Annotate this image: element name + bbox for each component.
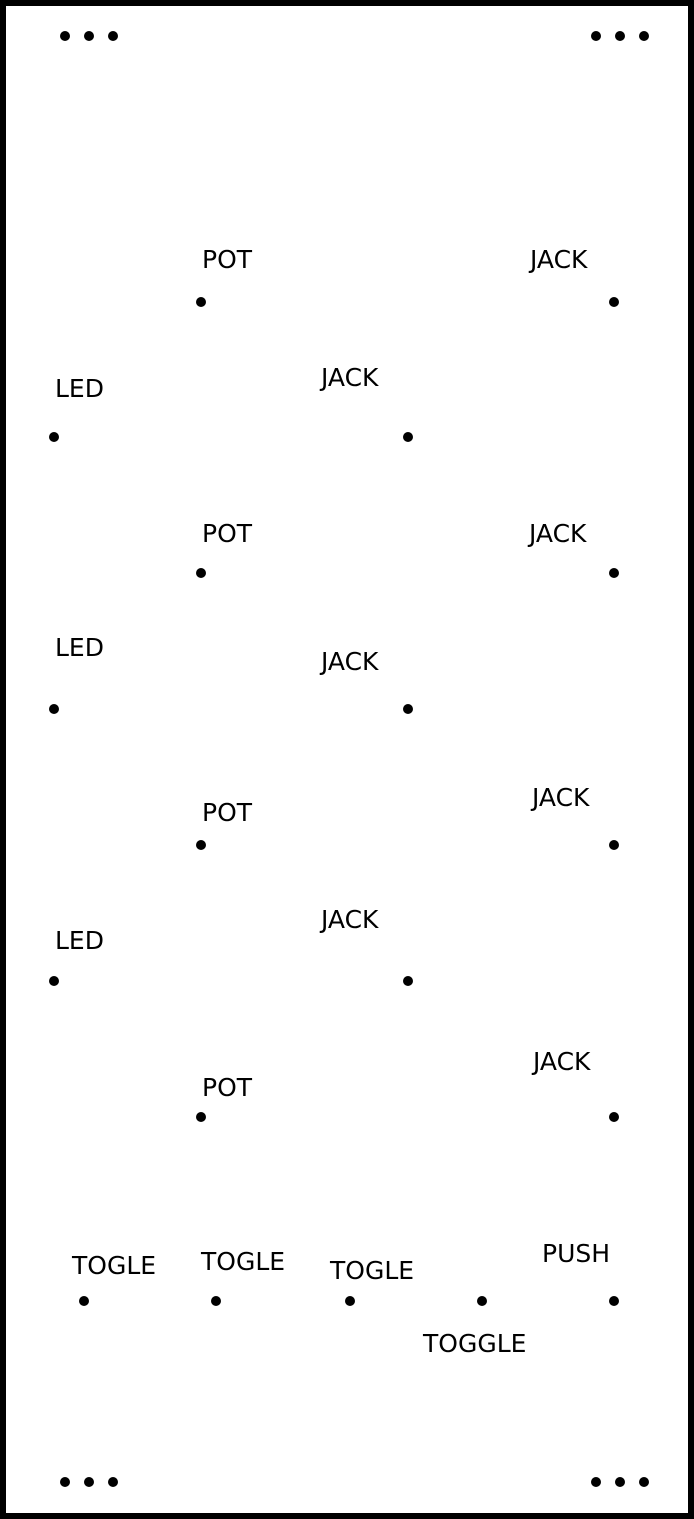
led-label: LED [55, 633, 104, 662]
toggle-dot [477, 1296, 487, 1306]
led-label: LED [55, 926, 104, 955]
jack-dot [609, 297, 619, 307]
jack-label: JACK [529, 519, 587, 548]
mount-hole-dot [84, 1477, 94, 1487]
pot-dot [196, 568, 206, 578]
mount-hole-dot [108, 1477, 118, 1487]
toggle-label: TOGGLE [423, 1329, 527, 1358]
mount-hole-dot [639, 1477, 649, 1487]
pot-dot [196, 840, 206, 850]
togle-label: TOGLE [72, 1251, 157, 1280]
mount-hole-dot [591, 31, 601, 41]
jack-label: JACK [321, 363, 379, 392]
mount-hole-dot [615, 31, 625, 41]
mount-hole-dot [108, 31, 118, 41]
jack-dot [609, 1112, 619, 1122]
togle-label: TOGLE [330, 1256, 415, 1285]
jack-dot [609, 568, 619, 578]
togle-dot [211, 1296, 221, 1306]
led-dot [49, 432, 59, 442]
jack-dot [403, 704, 413, 714]
togle-dot [345, 1296, 355, 1306]
mount-hole-dot [60, 1477, 70, 1487]
jack-dot [403, 432, 413, 442]
pot-label: POT [202, 245, 253, 274]
pot-label: POT [202, 519, 253, 548]
led-label: LED [55, 374, 104, 403]
mount-hole-dot [84, 31, 94, 41]
jack-label: JACK [530, 245, 588, 274]
jack-label: JACK [321, 905, 379, 934]
mount-hole-dot [639, 31, 649, 41]
togle-dot [79, 1296, 89, 1306]
mount-hole-dot [60, 31, 70, 41]
togle-label: TOGLE [201, 1247, 286, 1276]
jack-dot [609, 840, 619, 850]
push-dot [609, 1296, 619, 1306]
jack-dot [403, 976, 413, 986]
led-dot [49, 976, 59, 986]
led-dot [49, 704, 59, 714]
pot-label: POT [202, 1073, 253, 1102]
jack-label: JACK [533, 1047, 591, 1076]
push-label: PUSH [542, 1239, 611, 1268]
jack-label: JACK [532, 783, 590, 812]
mount-hole-dot [591, 1477, 601, 1487]
pot-dot [196, 297, 206, 307]
pot-dot [196, 1112, 206, 1122]
mount-hole-dot [615, 1477, 625, 1487]
pot-label: POT [202, 798, 253, 827]
jack-label: JACK [321, 647, 379, 676]
